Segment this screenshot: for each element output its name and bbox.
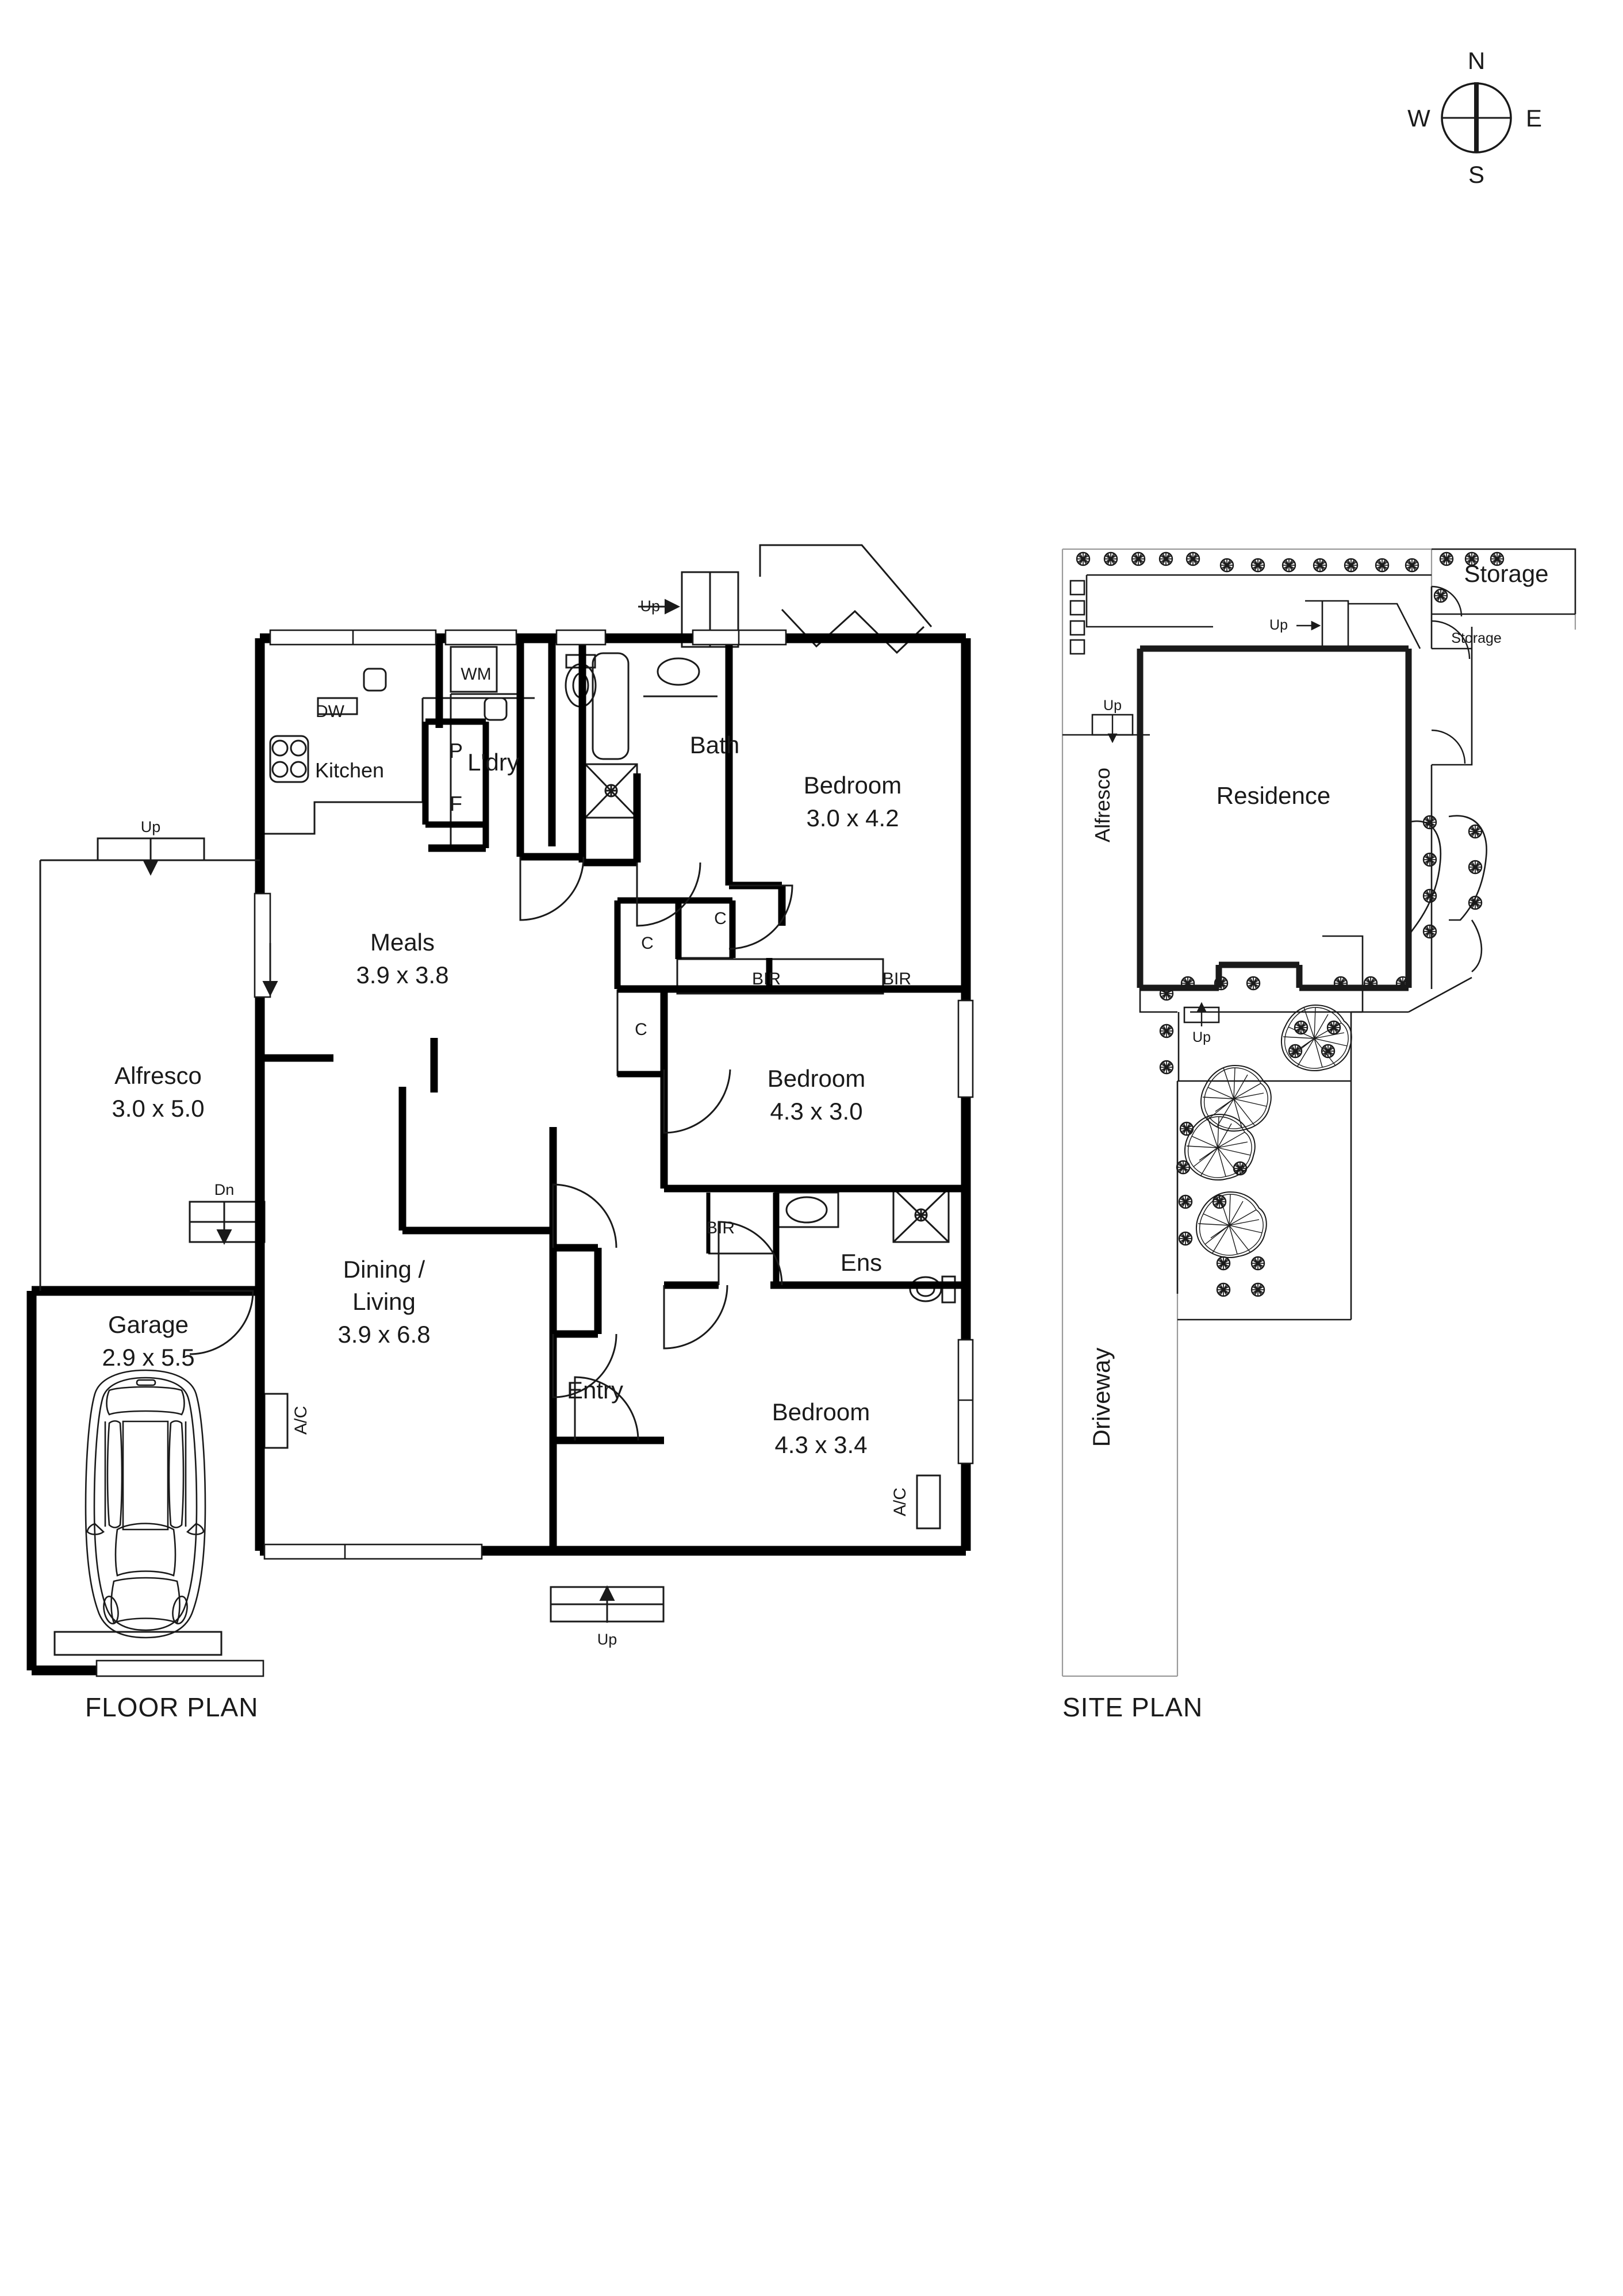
room-label-entry: Entry	[567, 1377, 623, 1404]
fixture-label-robe-1: BIR	[752, 969, 781, 988]
room-label-ensuite: Ens	[841, 1249, 882, 1276]
room-label-dining-living-line2: Living	[352, 1288, 416, 1315]
fixture-label-fridge: F	[450, 792, 462, 815]
site-plan-title: SITE PLAN	[1062, 1692, 1203, 1722]
fixture-label-cupboard-3: C	[635, 1020, 647, 1039]
compass-rose	[1441, 82, 1512, 154]
room-dims-meals: 3.9 x 3.8	[356, 961, 448, 988]
room-label-laundry: L'dry	[467, 749, 519, 776]
compass-west-label: W	[1407, 105, 1430, 132]
room-label-garage: Garage	[108, 1311, 189, 1338]
appliance-label-dishwasher: DW	[316, 702, 345, 721]
site-label-alfresco: Alfresco	[1091, 768, 1114, 842]
stair-label-up-entry: Up	[597, 1631, 617, 1648]
fixture-label-aircon-2: A/C	[891, 1488, 910, 1516]
room-dims-garage: 2.9 x 5.5	[102, 1344, 194, 1371]
floor-plan-doors	[189, 856, 793, 1441]
car-symbol	[85, 1369, 206, 1639]
compass-east-label: E	[1526, 105, 1542, 132]
room-label-meals: Meals	[370, 929, 435, 956]
room-label-bedroom-3: Bedroom	[772, 1398, 870, 1425]
fixture-label-aircon-1: A/C	[291, 1406, 310, 1435]
room-label-bedroom-2: Bedroom	[768, 1065, 865, 1092]
site-stair-arrows	[1107, 620, 1321, 1026]
room-dims-bedroom-3: 4.3 x 3.4	[774, 1431, 867, 1458]
site-structures	[1062, 548, 1576, 1321]
room-label-dining-living-line1: Dining /	[343, 1256, 425, 1283]
site-stair-label-up-2: Up	[1103, 697, 1122, 714]
fixture-label-pantry: P	[449, 739, 463, 762]
fixture-label-robe-2: BIR	[883, 969, 911, 988]
room-dims-alfresco: 3.0 x 5.0	[112, 1095, 204, 1122]
compass-south-label: S	[1468, 161, 1484, 188]
stair-label-up-rear: Up	[640, 597, 660, 615]
fixture-label-cupboard-2: C	[714, 909, 727, 928]
site-label-residence: Residence	[1217, 782, 1330, 809]
site-label-storage-inner: Storage	[1451, 630, 1502, 646]
floor-plan-windows	[95, 629, 974, 1677]
room-label-alfresco: Alfresco	[114, 1062, 202, 1089]
appliance-label-washing-machine: WM	[461, 665, 491, 684]
fixture-label-cupboard-1: C	[641, 934, 654, 953]
stair-label-dn-alfresco: Dn	[214, 1181, 235, 1198]
fixture-label-robe-3: BIR	[706, 1218, 735, 1237]
floor-plan-stair-arrows	[143, 599, 680, 1623]
site-stair-label-up-3: Up	[1192, 1029, 1211, 1045]
room-label-kitchen: Kitchen	[315, 758, 384, 782]
room-dims-dining-living: 3.9 x 6.8	[337, 1321, 430, 1348]
compass-north-label: N	[1468, 47, 1485, 74]
stair-label-up-alfresco: Up	[141, 818, 161, 835]
site-label-storage-top: Storage	[1464, 560, 1548, 587]
room-label-bath: Bath	[690, 731, 739, 758]
room-label-bedroom-1: Bedroom	[804, 772, 901, 799]
room-dims-bedroom-2: 4.3 x 3.0	[770, 1098, 862, 1125]
floor-plan-title: FLOOR PLAN	[85, 1692, 258, 1722]
site-stair-label-up-1: Up	[1269, 617, 1288, 633]
site-label-driveway: Driveway	[1088, 1348, 1115, 1447]
room-dims-bedroom-1: 3.0 x 4.2	[806, 804, 899, 831]
